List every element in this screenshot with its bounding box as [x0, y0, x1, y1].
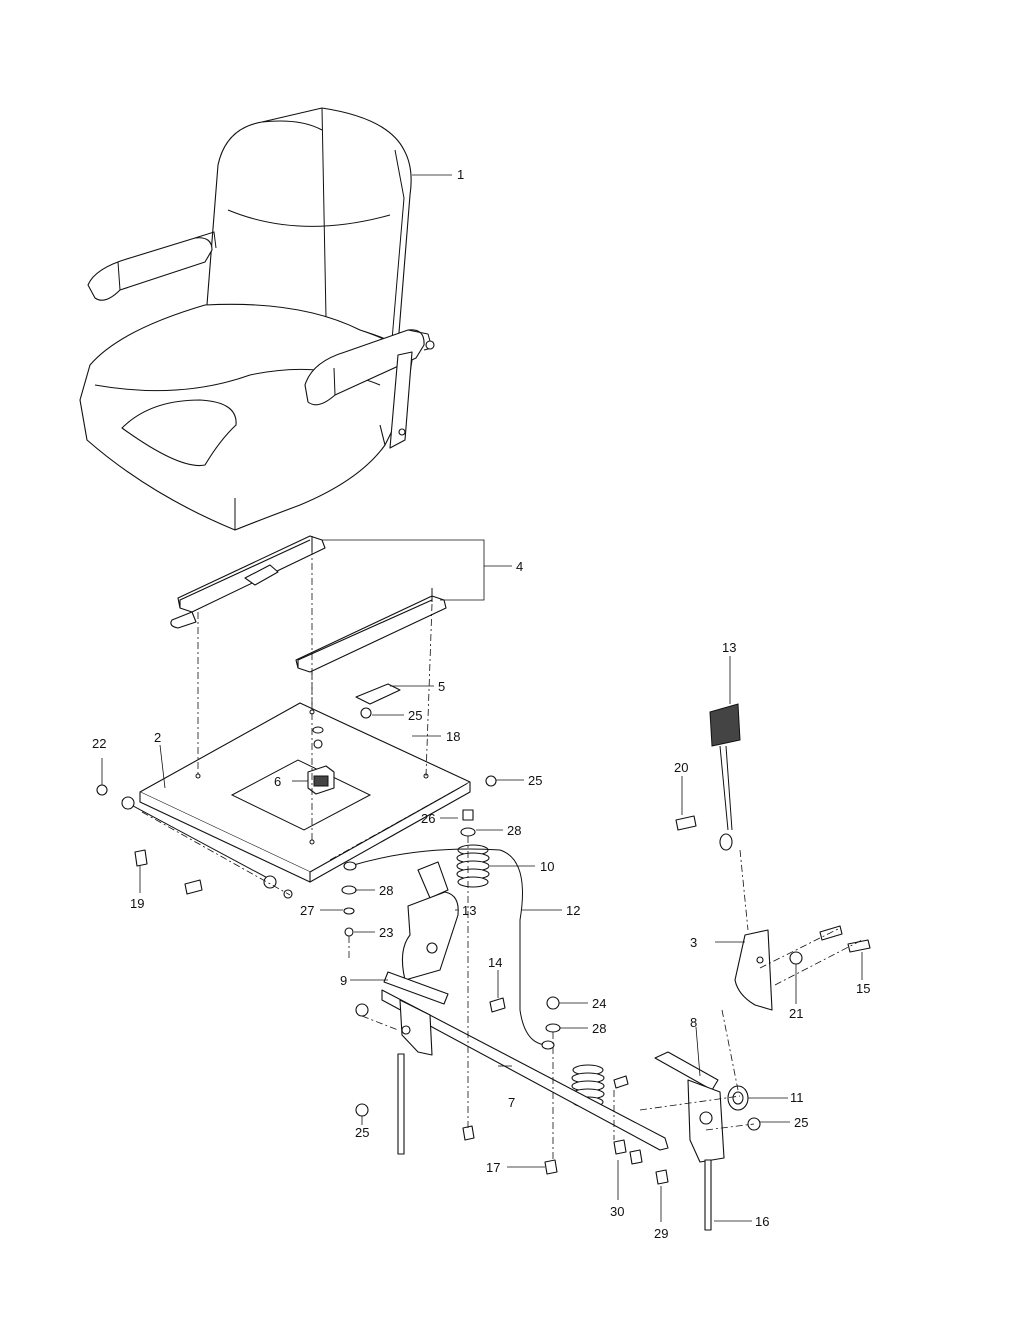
callout-14: 14: [488, 955, 502, 970]
alignment-lines: [141, 548, 863, 1162]
slide-rails: [170, 535, 447, 673]
rail-and-brackets: [381, 971, 669, 1151]
callout-16: 16: [755, 1214, 769, 1229]
callout-13-upper: 13: [722, 640, 736, 655]
callout-21: 21: [789, 1006, 803, 1021]
seat-switch: [307, 765, 335, 795]
seat-plate: [121, 702, 471, 889]
callout-22: 22: [92, 736, 106, 751]
callout-18: 18: [446, 729, 460, 744]
callout-24: 24: [592, 996, 606, 1011]
callout-25-d: 25: [794, 1115, 808, 1130]
suspension-springs: [456, 844, 605, 1108]
callout-9: 9: [340, 973, 347, 988]
callout-3: 3: [690, 935, 697, 950]
callout-28-a: 28: [507, 823, 521, 838]
callout-11: 11: [790, 1090, 804, 1105]
cable-part-12: [349, 848, 549, 1046]
callout-26: 26: [421, 811, 435, 826]
callout-13-lower: 13: [462, 903, 476, 918]
seat-belt-lower: [401, 861, 459, 981]
bracket-part-5: [355, 683, 401, 705]
callout-25-a: 25: [408, 708, 422, 723]
callout-labels: 1 2 3 4 5 6 7 8 9 10 11 12 13 13 14 15 1…: [92, 167, 870, 1241]
callout-30: 30: [610, 1204, 624, 1219]
callout-19: 19: [130, 896, 144, 911]
leader-lines: [101, 174, 863, 1222]
callout-2: 2: [154, 730, 161, 745]
callout-10: 10: [540, 859, 554, 874]
callout-15: 15: [856, 981, 870, 996]
callout-6: 6: [274, 774, 281, 789]
callout-12: 12: [566, 903, 580, 918]
callout-17: 17: [486, 1160, 500, 1175]
callout-23: 23: [379, 925, 393, 940]
callout-28-c: 28: [592, 1021, 606, 1036]
seat-assembly: [79, 107, 435, 531]
callout-25-b: 25: [528, 773, 542, 788]
callout-5: 5: [438, 679, 445, 694]
callout-8: 8: [690, 1015, 697, 1030]
bracket-part-8: [654, 1051, 725, 1163]
hardware-fasteners: [96, 707, 871, 1231]
callout-1: 1: [457, 167, 464, 182]
callout-28-b: 28: [379, 883, 393, 898]
callout-29: 29: [654, 1226, 668, 1241]
bracket-part-3: [734, 929, 773, 1011]
callout-20: 20: [674, 760, 688, 775]
callout-7: 7: [508, 1095, 515, 1110]
callout-27: 27: [300, 903, 314, 918]
callout-4: 4: [516, 559, 523, 574]
callout-25-c: 25: [355, 1125, 369, 1140]
seat-belt-upper: [709, 703, 741, 851]
